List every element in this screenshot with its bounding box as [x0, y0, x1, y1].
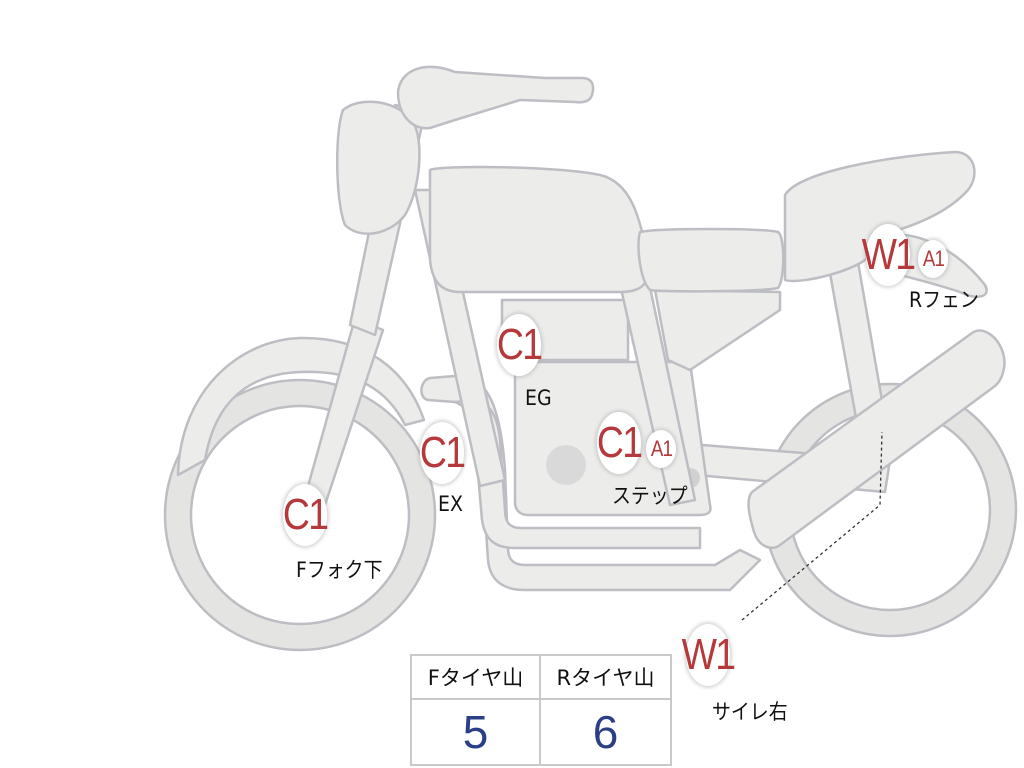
- fuel-tank: [428, 165, 651, 294]
- r-fender-small-marker[interactable]: A1: [918, 240, 948, 278]
- ex-marker[interactable]: C1: [419, 422, 466, 484]
- step-code: C1: [596, 418, 643, 467]
- step-marker[interactable]: C1: [596, 412, 643, 474]
- r-fender-marker[interactable]: W1: [862, 224, 916, 286]
- front-tire-inner-edge: [189, 404, 411, 626]
- eg-marker[interactable]: C1: [496, 314, 543, 376]
- eg-label: EG: [525, 386, 552, 410]
- front-tire-value: 5: [412, 700, 541, 764]
- step-small-marker[interactable]: A1: [646, 430, 676, 468]
- eg-code: C1: [496, 320, 543, 369]
- engine-cover: [546, 445, 586, 485]
- front-tire: [165, 380, 435, 650]
- muffler-right-label: サイレ右: [712, 700, 788, 724]
- rear-tire-header: Rタイヤ山: [541, 656, 670, 700]
- seat-rear: [783, 150, 976, 283]
- r-fender-small-code: A1: [922, 246, 944, 271]
- handlebar: [396, 65, 595, 130]
- front-tire-header: Fタイヤ山: [412, 656, 541, 700]
- muffler-right-marker[interactable]: W1: [682, 624, 736, 686]
- headlight: [335, 100, 421, 235]
- seat-front: [637, 227, 785, 293]
- f-fork-marker[interactable]: C1: [282, 484, 329, 546]
- side-cover: [653, 288, 782, 372]
- ex-label: EX: [438, 492, 463, 516]
- step-small-code: A1: [650, 436, 672, 461]
- muffler: [747, 329, 1006, 549]
- step-label: ステップ: [612, 484, 688, 508]
- r-fender-label: Rフェン: [909, 288, 979, 312]
- rear-tire-value: 6: [592, 706, 619, 758]
- tire-tread-table: Fタイヤ山 Rタイヤ山 5 6: [410, 654, 672, 766]
- f-fork-label: Fフォク下: [296, 558, 383, 582]
- muffler-right-code: W1: [681, 630, 736, 679]
- f-fork-code: C1: [282, 490, 329, 539]
- front-tire-outer-edge: [163, 378, 437, 652]
- r-fender-code: W1: [861, 230, 916, 279]
- muffler-leader-line: [741, 431, 883, 621]
- ex-code: C1: [419, 428, 466, 477]
